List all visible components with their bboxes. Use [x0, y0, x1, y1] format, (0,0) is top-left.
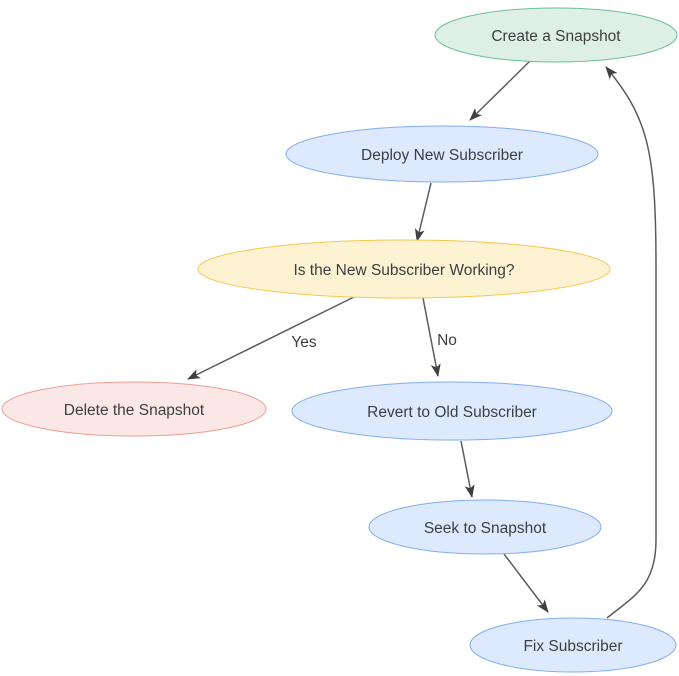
edges-layer — [187, 60, 657, 619]
node-is-new-subscriber-working — [197, 239, 611, 299]
edge-deploy-to-working — [414, 182, 432, 242]
node-revert-to-old-subscriber-label: Revert to Old Subscriber — [367, 404, 537, 421]
node-deploy-new-subscriber-shape — [285, 125, 599, 183]
node-revert-to-old-subscriber-shape — [291, 381, 613, 441]
edge-fix-to-create-return — [605, 66, 657, 619]
node-fix-subscriber — [469, 617, 677, 673]
node-deploy-new-subscriber-label: Deploy New Subscriber — [361, 147, 523, 164]
node-seek-to-snapshot-shape — [368, 499, 602, 555]
edge-label-no: No — [437, 332, 457, 349]
node-is-new-subscriber-working-label: Is the New Subscriber Working? — [293, 262, 514, 279]
node-delete-snapshot-shape — [1, 381, 267, 437]
edge-create-to-deploy — [469, 60, 531, 121]
node-delete-snapshot-label: Delete the Snapshot — [64, 402, 205, 419]
edge-revert-to-seek — [460, 440, 475, 498]
node-seek-to-snapshot-label: Seek to Snapshot — [424, 520, 547, 537]
edge-seek-to-fix — [503, 553, 549, 613]
node-revert-to-old-subscriber — [291, 381, 613, 441]
node-delete-snapshot — [1, 381, 267, 437]
node-create-snapshot-label: Create a Snapshot — [491, 28, 621, 45]
edge-working-to-delete-yes — [187, 295, 357, 380]
edge-working-to-revert-no — [422, 297, 441, 377]
node-fix-subscriber-shape — [469, 617, 677, 673]
node-deploy-new-subscriber — [285, 125, 599, 183]
labels-layer: Create a Snapshot Deploy New Subscriber … — [64, 28, 623, 655]
node-create-snapshot-shape — [434, 7, 678, 63]
nodes-layer — [1, 7, 678, 673]
node-fix-subscriber-label: Fix Subscriber — [523, 638, 622, 655]
edge-label-yes: Yes — [291, 334, 317, 351]
node-is-new-subscriber-working-shape — [197, 239, 611, 299]
node-create-snapshot — [434, 7, 678, 63]
node-seek-to-snapshot — [368, 499, 602, 555]
